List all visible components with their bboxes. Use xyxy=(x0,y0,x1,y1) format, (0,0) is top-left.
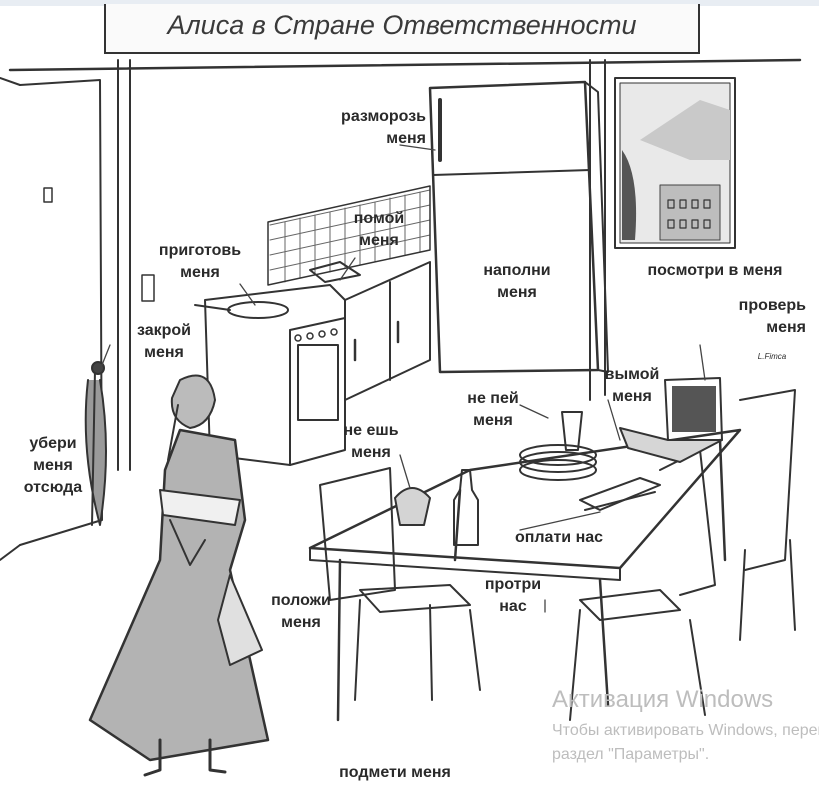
label-pay: оплати нас xyxy=(494,527,624,549)
label-line: не пей xyxy=(467,390,519,407)
watermark-title: Активация Windows xyxy=(552,686,774,713)
label-close: закрой меня xyxy=(120,320,208,364)
label-line: разморозь xyxy=(341,108,426,125)
label-line: закрой xyxy=(136,322,192,339)
label-sweep: подмети меня xyxy=(310,762,480,784)
label-line: меня xyxy=(612,388,652,405)
label-line: приготовь xyxy=(158,242,242,259)
label-line: помой xyxy=(353,210,405,227)
label-look: посмотри в меня xyxy=(620,260,810,282)
label-line: меня xyxy=(766,319,806,336)
label-line: меня xyxy=(497,284,537,301)
label-line: посмотри в меня xyxy=(647,262,783,279)
page-title: Алиса в Стране Ответственности xyxy=(167,10,637,40)
label-check: проверь меня xyxy=(690,295,806,339)
label-line: проверь xyxy=(738,297,806,314)
label-line: нас xyxy=(499,598,527,615)
label-remove: убери меня отсюда xyxy=(4,433,102,499)
label-line: меня xyxy=(473,412,513,429)
label-line: меня xyxy=(144,344,184,361)
label-line: меня xyxy=(281,614,321,631)
label-line: меня xyxy=(351,444,391,461)
label-line: меня xyxy=(180,264,220,281)
windows-activation-watermark: Активация Windows Чтобы активировать Win… xyxy=(552,686,819,776)
artist-signature: L.Fimca xyxy=(757,352,787,361)
light-switch-icon xyxy=(43,187,53,203)
label-line: оплати нас xyxy=(514,529,604,546)
label-wipe: протри нас xyxy=(470,574,556,618)
label-dont-drink: не пей меня xyxy=(450,388,536,432)
label-line: меня xyxy=(386,130,426,147)
label-put: положи меня xyxy=(256,590,346,634)
label-line: не ешь xyxy=(343,422,399,439)
label-line: отсюда xyxy=(23,479,83,496)
label-fill: наполни меня xyxy=(462,260,572,304)
alice-figure-icon xyxy=(88,374,270,777)
label-line: наполни xyxy=(483,262,551,279)
watermark-line: Чтобы активировать Windows, перейдите в xyxy=(552,722,819,739)
label-line: протри xyxy=(484,576,542,593)
label-line: вымой xyxy=(604,366,660,383)
outlet-icon xyxy=(141,274,155,302)
label-line: убери xyxy=(29,435,77,452)
label-wash: помой меня xyxy=(336,208,422,252)
label-line: меня xyxy=(359,232,399,249)
label-cook: приготовь меня xyxy=(140,240,260,284)
title-banner: Алиса в Стране Ответственности xyxy=(104,4,700,54)
label-defrost: разморозь меня xyxy=(300,106,426,150)
label-line: меня xyxy=(33,457,73,474)
label-line: подмети меня xyxy=(339,764,451,781)
watermark-line: раздел "Параметры". xyxy=(552,746,710,763)
label-dont-eat: не ешь меня xyxy=(328,420,414,464)
label-line: положи xyxy=(271,592,331,609)
label-wash-again: вымой меня xyxy=(594,364,670,408)
